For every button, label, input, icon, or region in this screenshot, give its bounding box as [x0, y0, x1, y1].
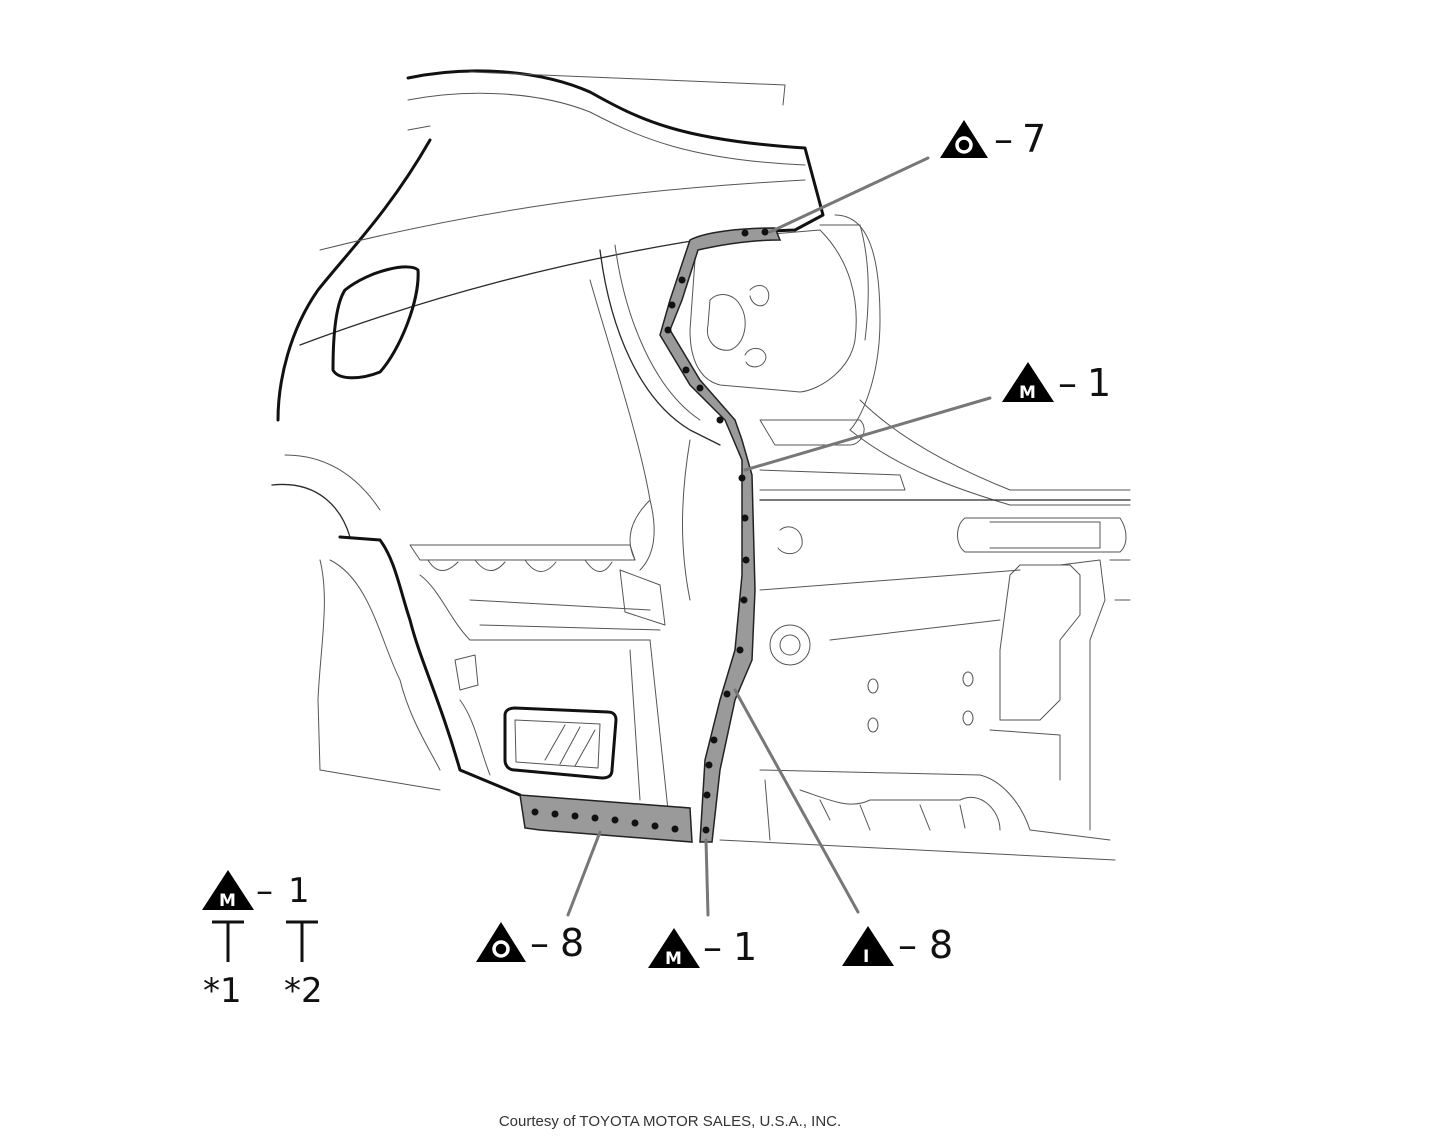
svg-text:–: –	[530, 921, 549, 965]
callout-number: 8	[929, 923, 953, 967]
callout-number: 1	[1087, 361, 1111, 405]
legend: M – 1 *1 *2	[202, 870, 323, 1011]
spot-welds	[531, 228, 769, 834]
callout-m1-top: M – 1	[1002, 361, 1111, 405]
callout-number: 8	[560, 921, 584, 965]
legend-item-2: *2	[284, 971, 323, 1011]
callout-number: 1	[733, 925, 757, 969]
sealer-band	[519, 227, 782, 843]
image-credit-caption: Courtesy of TOYOTA MOTOR SALES, U.S.A., …	[498, 1113, 842, 1130]
triangle-i-icon	[842, 926, 894, 966]
legend-number: 1	[288, 871, 310, 911]
svg-text:–: –	[256, 871, 273, 911]
legend-symbol: M	[219, 891, 236, 911]
callout-symbol: I	[863, 947, 869, 967]
quarter-panel-drawing	[271, 69, 1131, 861]
callout-number: 7	[1022, 117, 1046, 161]
svg-text:–: –	[1058, 361, 1077, 405]
triangle-m-icon	[202, 870, 254, 910]
legend-item-1: *1	[203, 971, 242, 1011]
svg-text:–: –	[898, 923, 917, 967]
callout-o8: – 8	[476, 921, 584, 965]
callout-m1-bottom: M – 1	[648, 925, 757, 969]
svg-text:–: –	[994, 117, 1013, 161]
callout-symbol: M	[1019, 383, 1036, 403]
callout-symbol: M	[665, 949, 682, 969]
callout-i8: I – 8	[842, 923, 953, 967]
callout-o7: – 7	[940, 117, 1046, 161]
triangle-m-icon	[648, 928, 700, 968]
triangle-m-icon	[1002, 362, 1054, 402]
svg-text:–: –	[703, 925, 722, 969]
leader-lines	[566, 156, 992, 917]
